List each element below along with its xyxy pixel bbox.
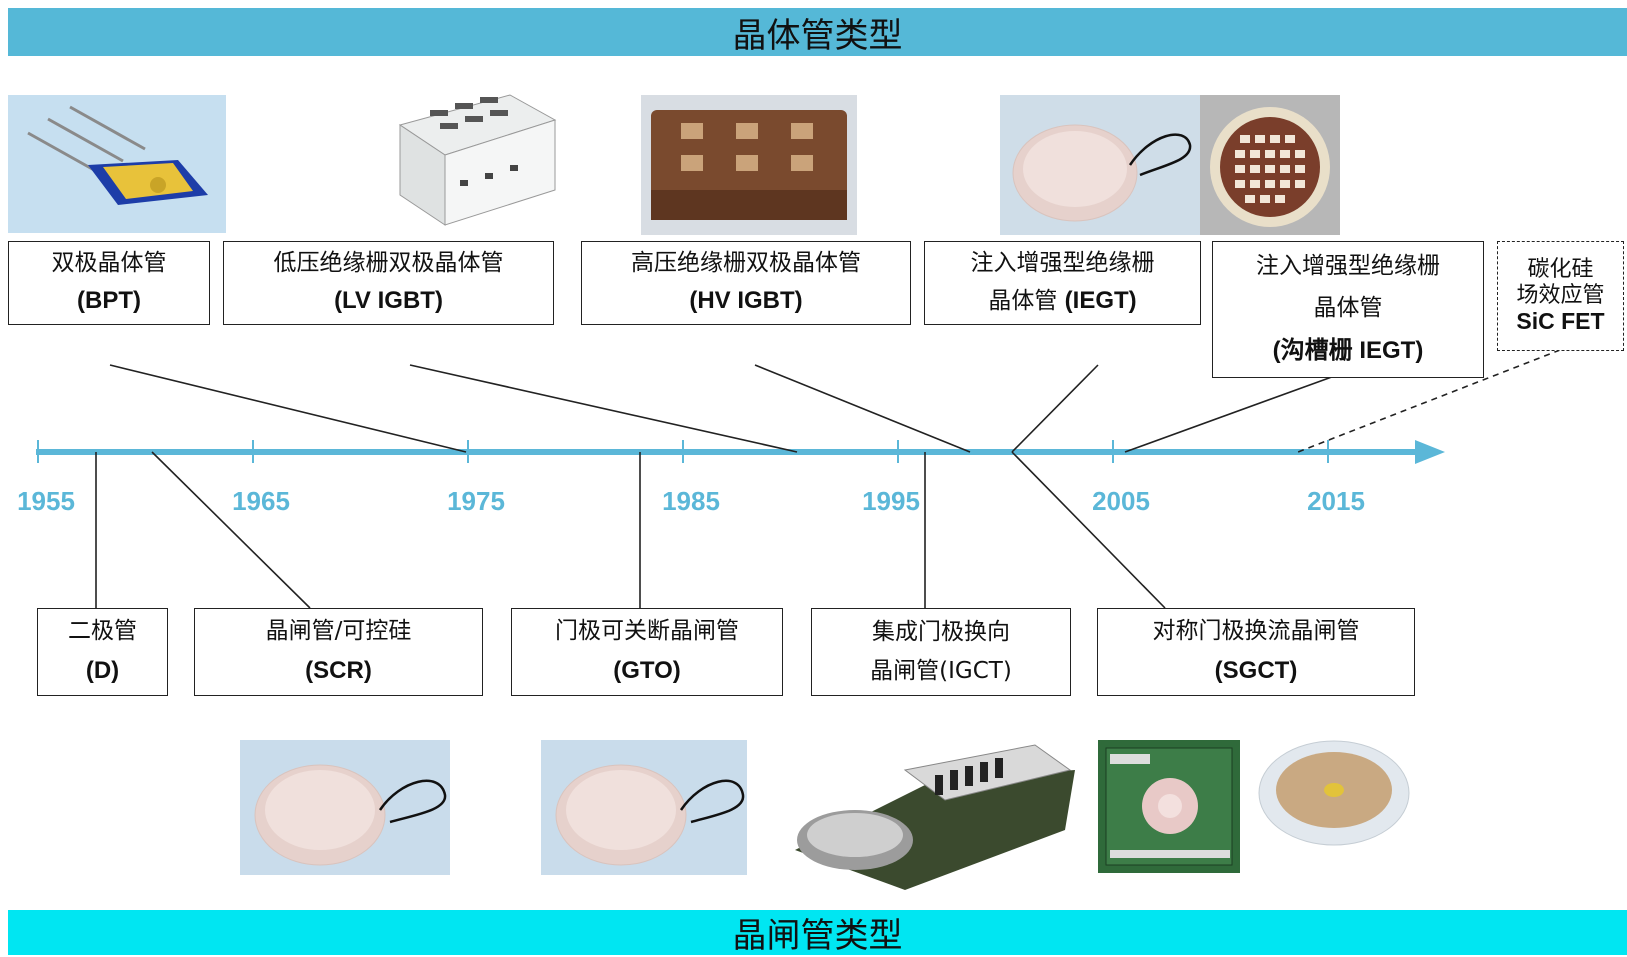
tick-labels: 1955 1965 1975 1985 1995 2005 2015	[17, 486, 1365, 516]
scr-cn-label: 晶闸管/可控硅	[265, 618, 412, 645]
tick-label-1965: 1965	[232, 486, 290, 516]
iegt-cn-label: 注入增强型绝缘栅	[970, 250, 1155, 277]
diode-en-label: (D)	[85, 656, 120, 684]
transistor-types-banner: 晶体管类型	[8, 8, 1627, 56]
thyristor-connectors	[95, 451, 1166, 609]
connector-sgct	[1011, 451, 1166, 609]
hv-igbt-photo	[641, 95, 857, 235]
sgct-wafer-photo	[1254, 738, 1414, 858]
tick-marks	[37, 440, 1329, 463]
connector-hv-igbt	[754, 364, 971, 453]
igct-photo	[785, 740, 1080, 895]
sgct-cn-label: 对称门极换流晶闸管	[1152, 618, 1360, 645]
scr-photo	[240, 740, 450, 875]
scr-en-label: (SCR)	[305, 656, 372, 684]
lv-igbt-photo	[370, 85, 560, 233]
trench-iegt-en-label: (沟槽栅 IEGT)	[1272, 337, 1424, 364]
tick-label-2015: 2015	[1307, 486, 1365, 516]
hv-igbt-cn-label: 高压绝缘栅双极晶体管	[631, 250, 861, 277]
box-bpt: 双极晶体管 (BPT)	[8, 241, 210, 325]
box-gto: 门极可关断晶闸管 (GTO)	[511, 608, 783, 696]
connector-trench-iegt	[1124, 373, 1341, 453]
box-igct: 集成门极换向 晶闸管(IGCT)	[811, 608, 1071, 696]
transistor-types-title: 晶体管类型	[732, 15, 903, 56]
gto-cn-label: 门极可关断晶闸管	[555, 618, 739, 645]
box-diode: 二极管 (D)	[37, 608, 168, 696]
iegt-cn2-text: 晶体管	[988, 287, 1058, 314]
connector-bpt	[109, 364, 467, 453]
tick-label-1955: 1955	[17, 486, 75, 516]
iegt-en-label: (IEGT)	[1064, 286, 1137, 314]
gto-en-label: (GTO)	[613, 656, 681, 684]
sgct-board-photo	[1098, 740, 1240, 873]
box-sic-fet: 碳化硅 场效应管 SiC FET	[1497, 241, 1624, 351]
iegt-photo	[1000, 95, 1200, 235]
sic-fet-cn-label: 碳化硅	[1527, 257, 1594, 283]
connector-iegt	[1011, 364, 1099, 453]
connector-scr	[151, 451, 311, 609]
lv-igbt-en-label: (LV IGBT)	[334, 286, 443, 314]
tick-label-1985: 1985	[662, 486, 720, 516]
trench-iegt-cn2-label: 晶体管	[1313, 295, 1383, 322]
bpt-en-label: (BPT)	[77, 286, 141, 314]
timeline-arrowhead	[1415, 440, 1445, 464]
box-scr: 晶闸管/可控硅 (SCR)	[194, 608, 483, 696]
connector-sic-fet	[1297, 349, 1561, 453]
sic-fet-cn2-label: 场效应管	[1516, 282, 1605, 308]
bpt-cn-label: 双极晶体管	[51, 250, 167, 277]
thyristor-types-banner: 晶闸管类型	[8, 910, 1627, 956]
connector-lv-igbt	[409, 364, 798, 453]
tick-label-1975: 1975	[447, 486, 505, 516]
box-sgct: 对称门极换流晶闸管 (SGCT)	[1097, 608, 1415, 696]
hv-igbt-en-label: (HV IGBT)	[689, 286, 803, 314]
sgct-en-label: (SGCT)	[1214, 656, 1298, 684]
lv-igbt-cn-label: 低压绝缘栅双极晶体管	[273, 250, 504, 277]
tick-label-1995: 1995	[862, 486, 920, 516]
bpt-photo	[8, 95, 226, 233]
igct-cn2-label: 晶闸管(IGCT)	[870, 657, 1012, 684]
igct-cn-label: 集成门极换向	[872, 618, 1010, 645]
tick-label-2005: 2005	[1092, 486, 1150, 516]
transistor-connectors	[109, 349, 1561, 453]
box-trench-iegt: 注入增强型绝缘栅 晶体管 (沟槽栅 IEGT)	[1212, 241, 1484, 378]
trench-iegt-photo	[1200, 95, 1340, 235]
diode-cn-label: 二极管	[68, 618, 137, 645]
gto-photo	[541, 740, 747, 875]
sic-fet-en-label: SiC FET	[1516, 308, 1605, 335]
trench-iegt-cn-label: 注入增强型绝缘栅	[1256, 253, 1440, 280]
box-hv-igbt: 高压绝缘栅双极晶体管 (HV IGBT)	[581, 241, 911, 325]
box-iegt: 注入增强型绝缘栅 晶体管 (IEGT)	[924, 241, 1201, 325]
iegt-cn2-label: 晶体管 (IEGT)	[988, 287, 1136, 316]
thyristor-types-title: 晶闸管类型	[732, 916, 903, 956]
box-lv-igbt: 低压绝缘栅双极晶体管 (LV IGBT)	[223, 241, 554, 325]
